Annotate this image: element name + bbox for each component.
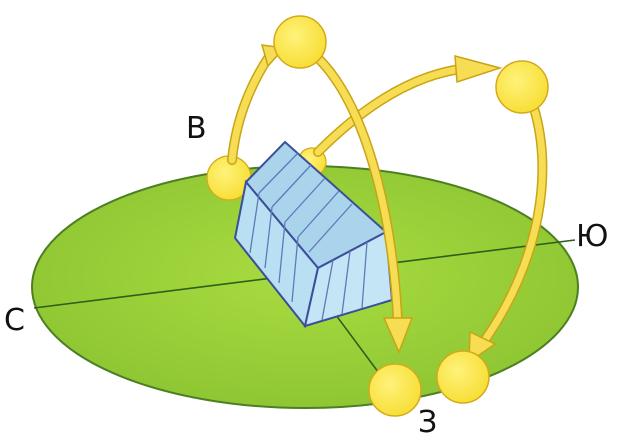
arrowhead-rise-2 <box>454 55 503 84</box>
label-west: З <box>418 405 437 440</box>
label-north: С <box>4 303 25 338</box>
sun-set-west <box>368 363 422 417</box>
label-east: В <box>186 111 207 146</box>
label-south: Ю <box>576 219 608 254</box>
sun-high-2 <box>495 60 549 114</box>
arrowhead-set-1 <box>382 317 414 354</box>
sun-high-1 <box>273 15 327 69</box>
sun-set-south-west <box>436 350 490 404</box>
greenhouse <box>233 140 394 329</box>
